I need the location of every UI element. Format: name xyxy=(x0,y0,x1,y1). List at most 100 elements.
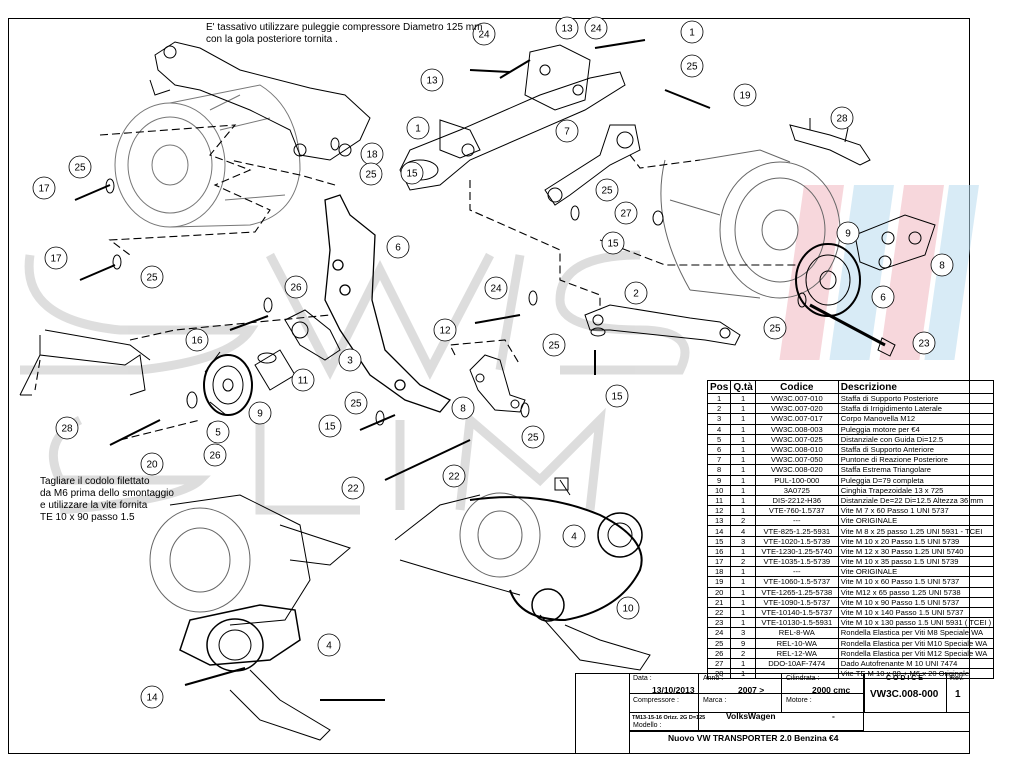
callout-balloon xyxy=(248,401,272,425)
bom-cell-qty: 1 xyxy=(730,484,756,496)
washers xyxy=(105,137,807,438)
bom-cell-qty: 1 xyxy=(730,576,756,588)
callout-balloon xyxy=(584,16,608,40)
callouts: 1123445667889910111213131415151515161717… xyxy=(32,16,954,709)
value-compressore: TM13-15-16 Orizz. 2G D=125 xyxy=(632,715,706,721)
bom-cell-qty: 3 xyxy=(730,535,756,547)
bom-cell-code: VTE-760-1.5737 xyxy=(754,505,839,517)
callout-balloon xyxy=(836,221,860,245)
callout-number: 13 xyxy=(426,76,438,87)
callout-number: 25 xyxy=(769,324,781,335)
callout-balloon xyxy=(830,106,854,130)
callout-number: 1 xyxy=(689,28,695,39)
bom-cell-qty: 1 xyxy=(730,433,756,445)
callout-number: 10 xyxy=(622,604,634,615)
callout-balloon xyxy=(341,476,365,500)
bom-cell-code: 3A0725 xyxy=(754,484,839,496)
bom-cell-code: PUL-100-000 xyxy=(754,474,839,486)
value-codice: VW3C.008-000 xyxy=(870,689,939,700)
bom-cell-desc: Rondella Elastica per Viti M10 Speciale … xyxy=(837,637,995,649)
bom-cell-pos: 8 xyxy=(706,464,732,476)
bom-cell-desc: Staffa di Irrigidimento Laterale xyxy=(837,403,995,415)
callout-balloon xyxy=(472,22,496,46)
bom-cell-pos: 10 xyxy=(706,484,732,496)
callout-number: 24 xyxy=(478,30,490,41)
callout-balloon xyxy=(140,685,164,709)
value-modello: Nuovo VW TRANSPORTER 2.0 Benzina €4 xyxy=(668,733,839,743)
bom-cell-qty: 4 xyxy=(730,525,756,537)
callout-number: 24 xyxy=(490,284,502,295)
bom-cell-code: VW3C.008-003 xyxy=(754,423,839,435)
bom-cell-qty: 1 xyxy=(730,505,756,517)
callout-balloon xyxy=(451,396,475,420)
callout-balloon xyxy=(542,333,566,357)
bom-cell-code: VTE-1020-1.5-5739 xyxy=(754,535,839,547)
callout-number: 28 xyxy=(836,114,848,125)
bom-cell-desc: Vite M 7 x 60 Passo 1 UNI 5737 xyxy=(837,505,995,517)
bom-cell-pos: 9 xyxy=(706,474,732,486)
callout-balloon xyxy=(68,155,92,179)
callout-balloon xyxy=(317,633,341,657)
bom-cell-desc: Vite M12 x 65 passo 1.25 UNI 5738 xyxy=(837,586,995,598)
callout-number: 3 xyxy=(347,356,353,367)
bom-cell-qty: 1 xyxy=(730,464,756,476)
bom-cell-desc: Vite M 10 x 35 passo 1.5 UNI 5739 xyxy=(837,555,995,568)
bom-cell-code: REL-8-WA xyxy=(754,627,839,639)
callout-balloon xyxy=(140,452,164,476)
callout-balloon xyxy=(562,524,586,548)
bom-cell-code: VW3C.007-050 xyxy=(754,454,839,466)
bom-header-qty: Q.tà xyxy=(730,380,756,394)
callout-number: 9 xyxy=(257,409,263,420)
bom-header-desc: Descrizione xyxy=(837,380,995,394)
callout-balloon xyxy=(359,162,383,186)
bom-header-pos: Pos xyxy=(706,380,732,394)
callout-number: 25 xyxy=(686,62,698,73)
bolt-23 xyxy=(809,303,896,357)
callout-number: 28 xyxy=(61,424,73,435)
bom-cell-qty: 1 xyxy=(730,596,756,608)
callout-balloon xyxy=(32,176,56,200)
bom-cell-pos: 21 xyxy=(706,596,732,608)
bom-cell-desc: Rondella Elastica per Viti M8 Speciale W… xyxy=(837,627,995,639)
callout-number: 17 xyxy=(50,254,62,265)
bom-cell-code: VW3C.007-020 xyxy=(754,403,839,415)
value-rev: 1 xyxy=(955,689,961,700)
bom-cell-pos: 11 xyxy=(706,494,732,507)
bom-cell-pos: 18 xyxy=(706,566,732,578)
callout-balloon xyxy=(616,596,640,620)
callout-number: 15 xyxy=(611,392,623,403)
callout-number: 15 xyxy=(406,169,418,180)
value-marca: VolksWagen xyxy=(726,711,776,721)
callout-number: 6 xyxy=(395,243,401,254)
callout-number: 5 xyxy=(215,428,221,439)
bom-cell-code: VTE-1035-1.5-5739 xyxy=(754,555,839,568)
front-support-bracket xyxy=(324,194,452,413)
watermark-logo xyxy=(20,250,690,515)
callout-number: 8 xyxy=(939,261,945,272)
bom-header-code: Codice xyxy=(754,380,839,394)
bom-cell-pos: 15 xyxy=(706,535,732,547)
bom-cell-desc: Cinghia Trapezoidale 13 x 725 xyxy=(837,484,995,496)
bom-cell-desc: Vite M 10 x 60 Passo 1.5 UNI 5737 xyxy=(837,576,995,588)
bom-cell-qty: 1 xyxy=(730,494,756,507)
label-modello: Modello : xyxy=(633,722,662,729)
bom-cell-desc: Staffa di Supporto Posteriore xyxy=(837,392,995,405)
callout-number: 6 xyxy=(880,293,886,304)
assembled-view-center xyxy=(394,477,651,671)
bom-cell-code: VTE-1090-1.5-5737 xyxy=(754,596,839,608)
bom-cell-desc: Vite M 10 x 20 Passo 1.5 UNI 5739 xyxy=(837,535,995,547)
callout-balloon xyxy=(484,276,508,300)
bom-cell-qty: 1 xyxy=(730,657,756,670)
bom-cell-qty: 1 xyxy=(730,545,756,558)
